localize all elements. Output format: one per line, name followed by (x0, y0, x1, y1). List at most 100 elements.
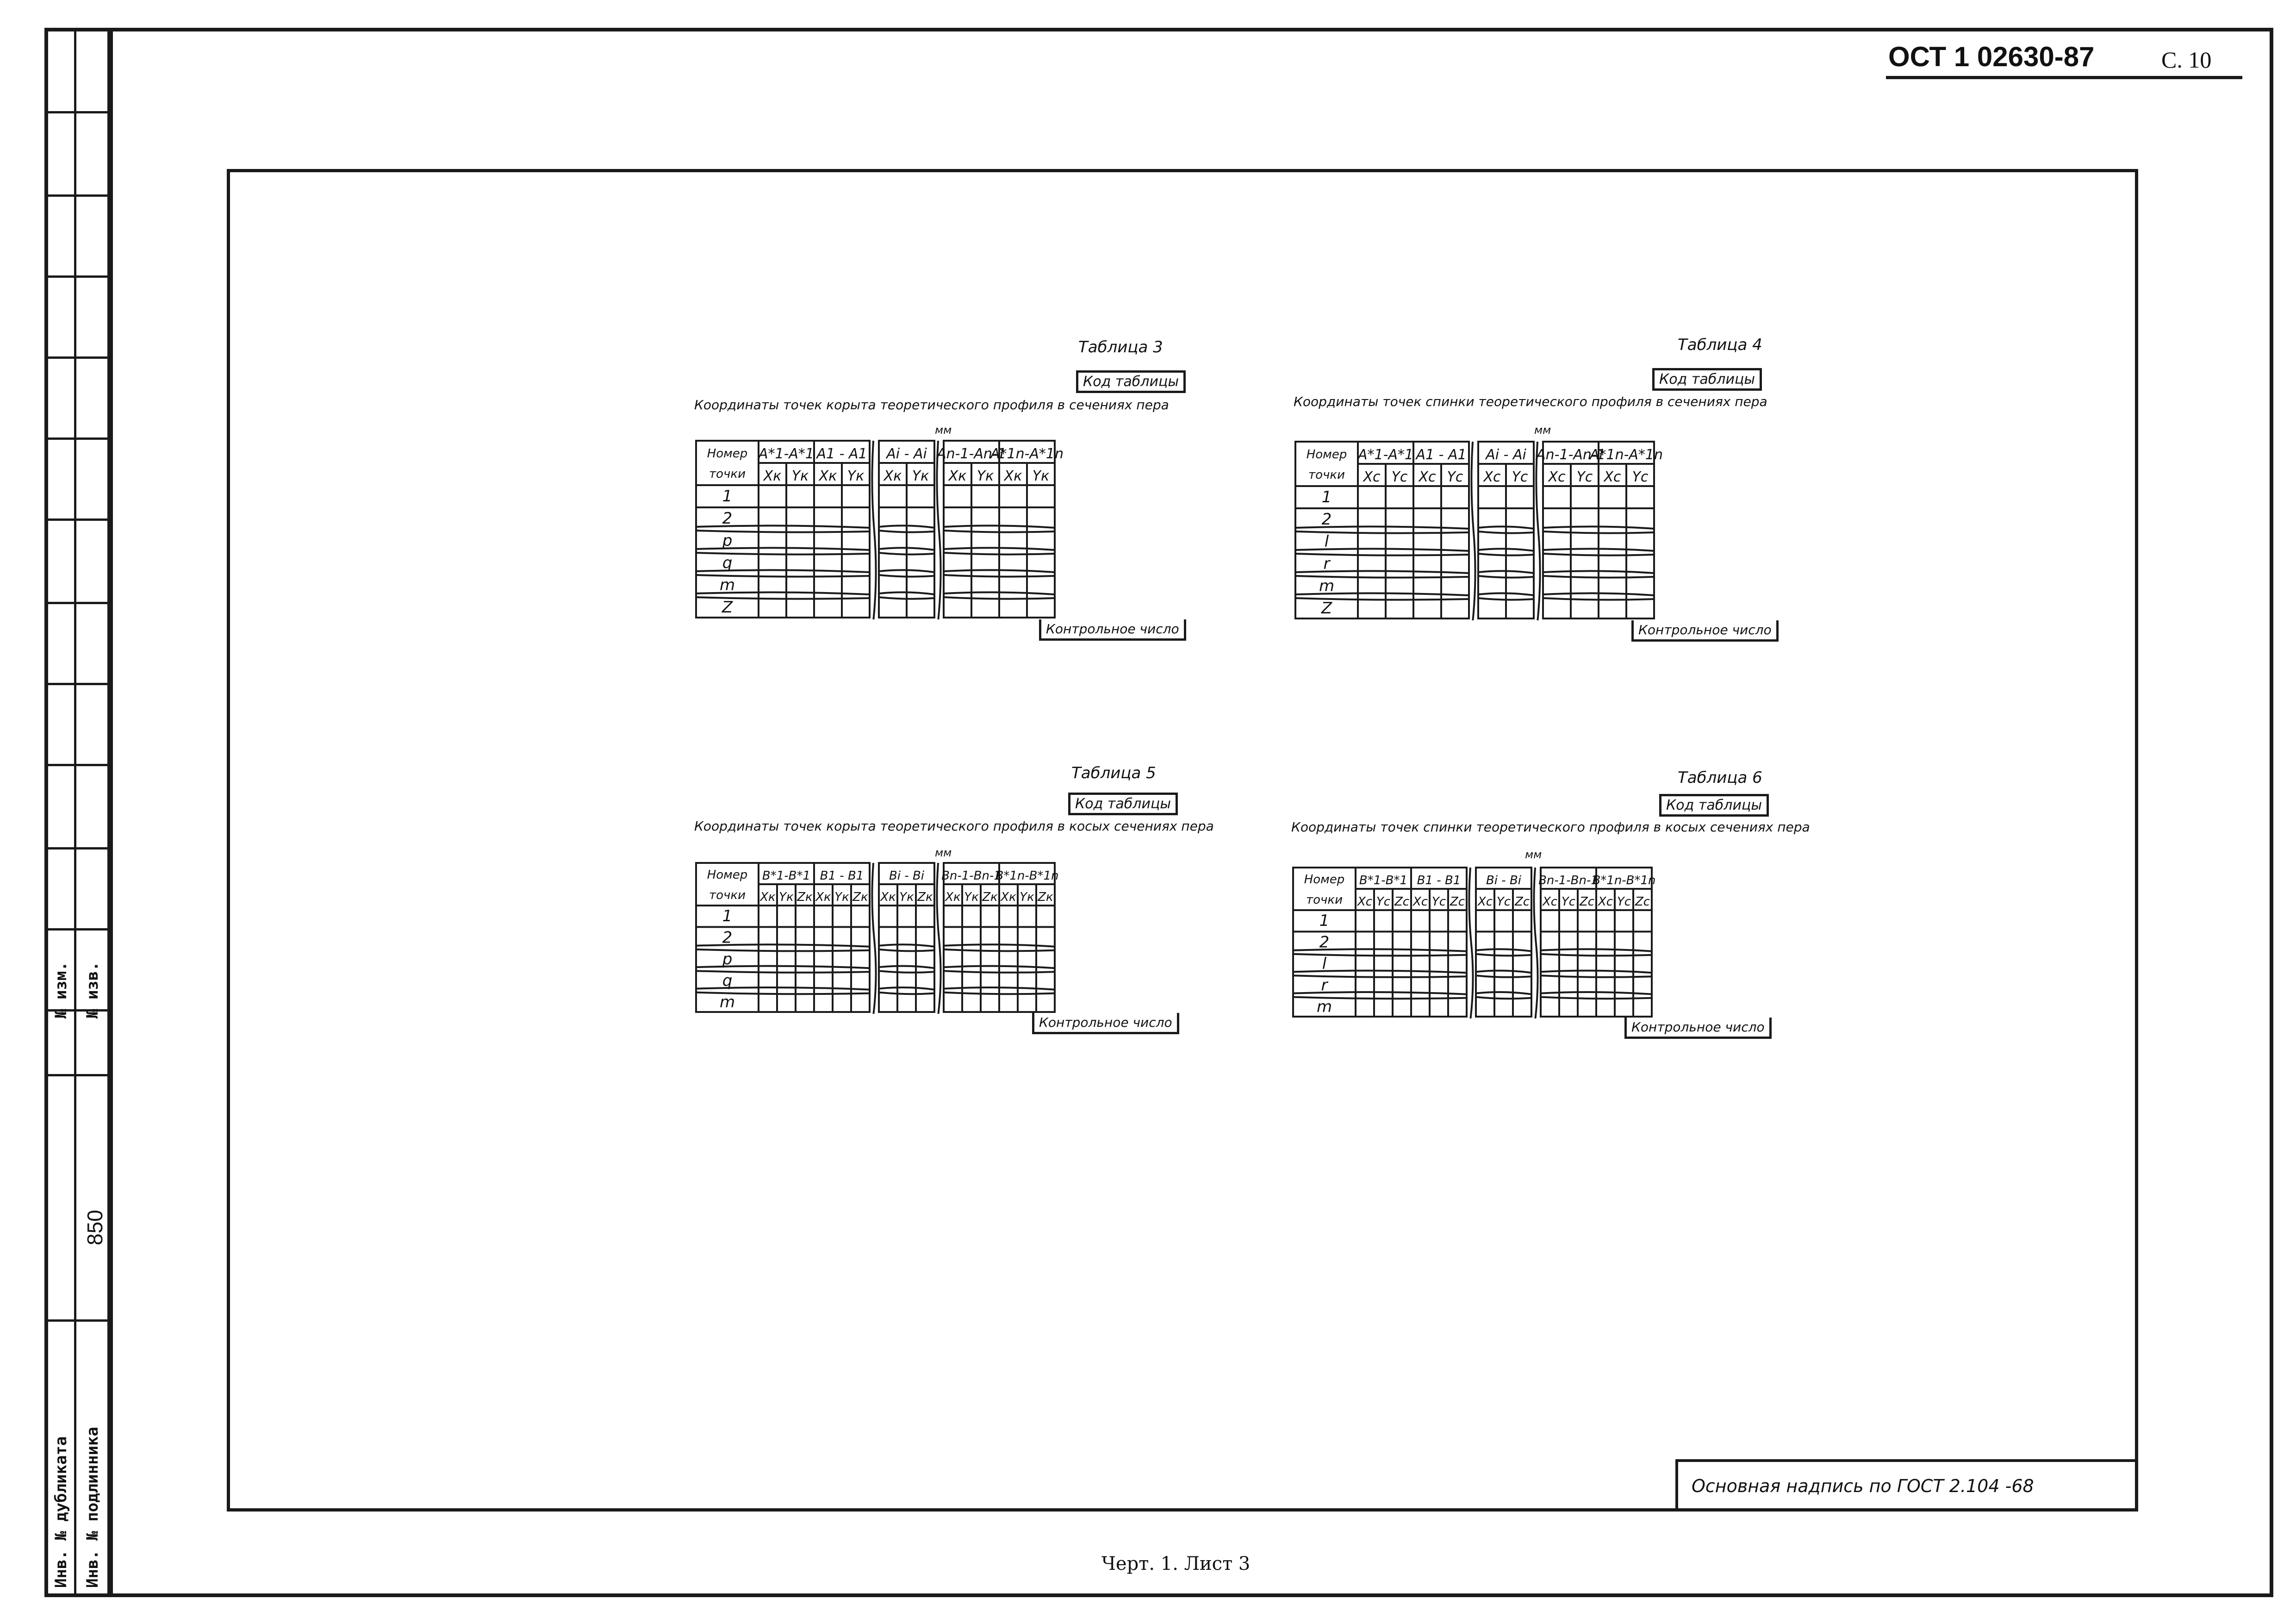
column-header: Zс (1514, 895, 1530, 909)
row-label: 1 (722, 907, 733, 925)
grid-lines (695, 440, 1056, 619)
column-header: Хк (883, 468, 902, 484)
row-label: 2 (722, 509, 733, 528)
column-header: Хк (1003, 468, 1022, 484)
column-header: Yс (1512, 469, 1528, 485)
control-number-box: Контрольное число (1032, 1013, 1179, 1034)
break-edge (1468, 867, 1474, 1018)
number-header: точки (1306, 893, 1343, 907)
break-line (878, 948, 935, 952)
group-header: Вi - Вi (889, 869, 925, 883)
column-header: Zс (1579, 895, 1594, 909)
break-line (1293, 953, 1467, 957)
table-title: Таблица 4 (1678, 336, 1762, 354)
number-header: Номер (707, 868, 748, 882)
break-line (696, 591, 870, 595)
column-header: Хк (818, 468, 837, 484)
sidebar-row-rule (44, 275, 109, 278)
sidebar-row-rule (44, 111, 109, 113)
break-line (696, 525, 870, 529)
break-line (878, 991, 935, 995)
binding-line (109, 28, 113, 1597)
break-line (1295, 575, 1469, 579)
row-label: m (1317, 998, 1332, 1016)
sidebar-label-change-no: № изм. (52, 962, 70, 1018)
group-header: В*1n-В*1n (1592, 874, 1655, 887)
group-header: В*1-В*1 (762, 869, 810, 883)
column-header: Yк (834, 890, 849, 904)
column-header: Zк (852, 890, 868, 904)
segment-border (1294, 441, 1470, 619)
column-header: Хк (879, 890, 896, 904)
column-header: Zк (917, 890, 933, 904)
break-line (696, 970, 870, 974)
sidebar-label-duplicate-inv: Инв. № дубликата (52, 1436, 70, 1588)
group-header: А*1-А*1 (1357, 447, 1413, 463)
break-edge (871, 440, 877, 619)
row-label: q (722, 971, 733, 990)
table-code-box: Код таблицы (1659, 794, 1769, 817)
column-header: Хк (759, 890, 776, 904)
break-line (1295, 525, 1469, 530)
column-header: Zк (796, 890, 813, 904)
column-header: Хс (1356, 895, 1372, 909)
break-line (878, 943, 935, 948)
column-header: Хк (763, 468, 782, 484)
table-title: Таблица 5 (1071, 764, 1156, 782)
break-line (1295, 597, 1469, 601)
row-label: m (720, 993, 735, 1012)
break-edge (1470, 441, 1476, 620)
break-line (1295, 531, 1469, 534)
sidebar-row-rule (44, 602, 109, 604)
column-header: Yс (1447, 469, 1463, 485)
segment-border (695, 862, 871, 1013)
row-label: l (1322, 955, 1327, 973)
break-line (1475, 948, 1532, 952)
segment-border (1292, 867, 1468, 1018)
column-header: Yк (792, 468, 809, 484)
column-header: Zк (1037, 890, 1053, 904)
break-line (696, 574, 870, 578)
row-label: Z (722, 598, 733, 617)
break-line (1293, 996, 1467, 1000)
column-header: Zс (1635, 895, 1650, 909)
column-header: Yс (1392, 469, 1408, 485)
number-header: точки (1308, 468, 1345, 482)
sidebar-row-rule (44, 683, 109, 685)
row-label: 1 (1319, 912, 1330, 930)
break-edge (871, 862, 877, 1014)
sidebar-upper-grid (44, 28, 109, 1000)
break-line (696, 552, 870, 556)
break-line (1475, 974, 1532, 978)
sidebar-row-rule (44, 764, 109, 766)
row-label: r (1321, 976, 1329, 994)
table-code-box: Код таблицы (1652, 368, 1762, 391)
column-header: Zс (1450, 895, 1465, 909)
sidebar-row-rule (44, 194, 109, 197)
table-caption: Координаты точек спинки теоретического п… (1291, 819, 1810, 835)
table-unit: мм (1534, 424, 1551, 437)
column-header: Хс (1412, 895, 1428, 909)
row-label: 2 (722, 929, 733, 947)
break-line (696, 943, 870, 948)
column-header: Zк (982, 890, 998, 904)
break-line (1295, 548, 1469, 552)
group-header: А1 - А1 (1415, 447, 1466, 463)
group-header: А*1n-А*1n (1589, 447, 1663, 463)
column-header: Хс (1547, 469, 1566, 485)
column-header: Хс (1362, 469, 1381, 485)
break-line (696, 569, 870, 573)
sheet-caption: Черт. 1. Лист 3 (1101, 1553, 1251, 1574)
break-edge (1535, 441, 1541, 620)
row-label: p (722, 531, 733, 550)
column-header: Yк (899, 890, 914, 904)
table-caption: Координаты точек корыта теоретического п… (694, 818, 1214, 834)
sidebar-row-rule (44, 1074, 109, 1076)
group-header: А*1n-А*1n (989, 446, 1064, 462)
break-line (696, 987, 870, 991)
control-number-box: Контрольное число (1631, 620, 1779, 642)
drawing-frame (227, 169, 2138, 1512)
table-unit: мм (935, 846, 952, 859)
